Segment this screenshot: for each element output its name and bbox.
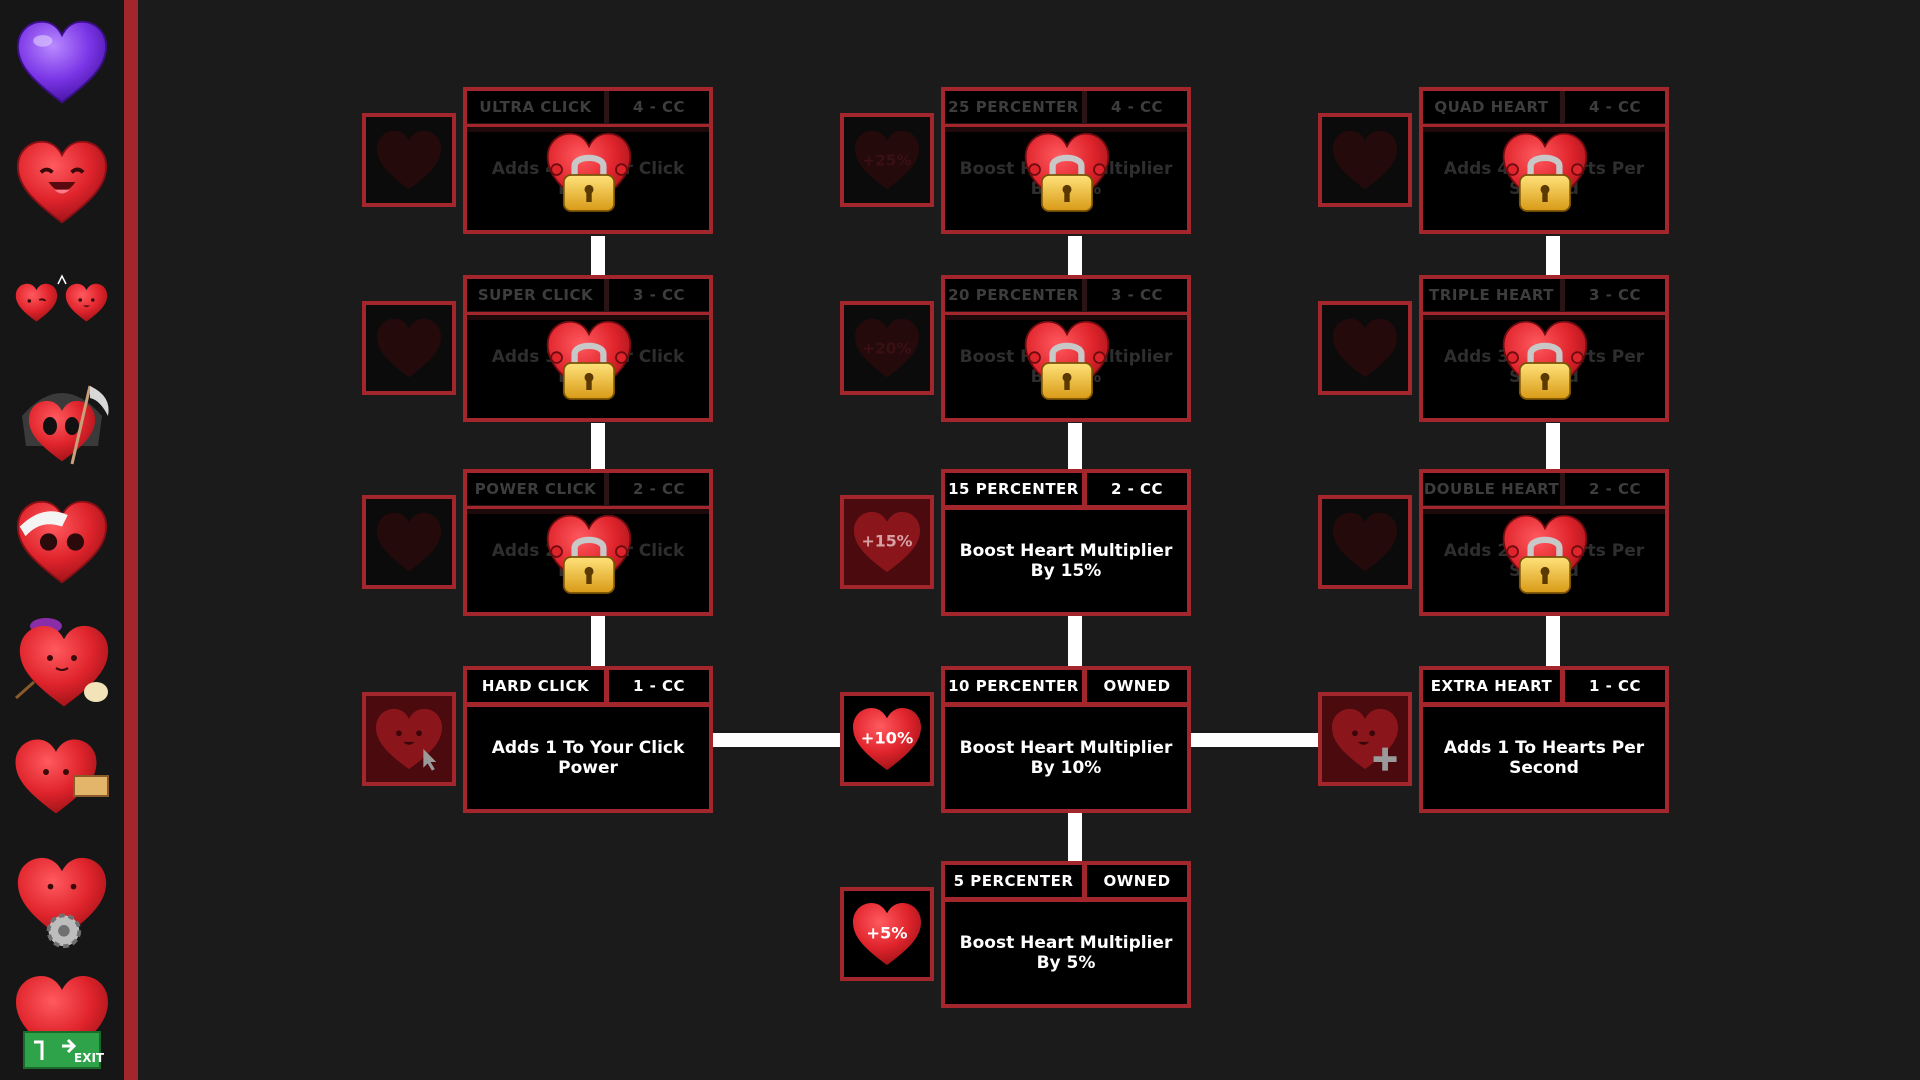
artist-heart-icon[interactable] [12, 612, 112, 712]
upgrade-status: OWNED [1083, 666, 1191, 706]
upgrade-cost: 4 - CC [1083, 87, 1191, 127]
upgrade-description: Boost Heart Multiplier By 5% [941, 898, 1191, 1008]
percent-badge-icon: +15% [840, 495, 934, 589]
connector [1546, 236, 1560, 276]
happy-heart-icon[interactable] [12, 132, 112, 232]
lock-icon [544, 313, 634, 413]
lock-icon [544, 507, 634, 607]
upgrade-cost: 1 - CC [605, 666, 713, 706]
upgrade-title: 5 PERCENTER [941, 861, 1086, 901]
upgrade-cost: 3 - CC [1561, 275, 1669, 315]
percent-badge-icon: +25% [840, 113, 934, 207]
connector [1546, 616, 1560, 667]
lock-icon [1500, 313, 1590, 413]
upgrade-cost: 4 - CC [605, 87, 713, 127]
upgrade-cost: 3 - CC [1083, 275, 1191, 315]
connector [1068, 236, 1082, 276]
upgrade-icon [1318, 495, 1412, 589]
exit-heart-icon[interactable]: EXIT [12, 972, 112, 1072]
lock-icon [1022, 125, 1112, 225]
connector [591, 236, 605, 276]
bandaged-heart-icon[interactable] [12, 492, 112, 592]
upgrade-cost: 2 - CC [1083, 469, 1191, 509]
upgrade-cost: 3 - CC [605, 275, 713, 315]
upgrade-title: 25 PERCENTER [941, 87, 1086, 127]
connector [1188, 733, 1320, 747]
upgrade-icon [1318, 301, 1412, 395]
reaper-heart-icon[interactable] [12, 372, 112, 472]
upgrade-cost: 2 - CC [605, 469, 713, 509]
upgrade-title: 15 PERCENTER [941, 469, 1086, 509]
upgrade-icon [362, 113, 456, 207]
percent-badge-icon: +5% [840, 887, 934, 981]
upgrade-cost: 4 - CC [1561, 87, 1669, 127]
upgrade-title: 10 PERCENTER [941, 666, 1086, 706]
connector [710, 733, 842, 747]
connector [1068, 616, 1082, 667]
upgrade-title: 20 PERCENTER [941, 275, 1086, 315]
cursor-heart-icon [362, 692, 456, 786]
upgrade-title: TRIPLE HEART [1419, 275, 1564, 315]
upgrade-icon [362, 495, 456, 589]
connector [591, 616, 605, 667]
upgrade-status: OWNED [1083, 861, 1191, 901]
percent-badge-icon: +10% [840, 692, 934, 786]
svg-text:+5%: +5% [866, 923, 907, 942]
exit-label: EXIT [74, 1051, 105, 1065]
upgrade-description: Adds 1 To Your Click Power [463, 703, 713, 813]
lock-icon [1500, 125, 1590, 225]
upgrade-description: Adds 1 To Hearts Per Second [1419, 703, 1669, 813]
upgrade-title: HARD CLICK [463, 666, 608, 706]
lock-icon [544, 125, 634, 225]
upgrade-icon [1318, 113, 1412, 207]
purple-heart-icon[interactable] [12, 12, 112, 112]
upgrade-title: QUAD HEART [1419, 87, 1564, 127]
upgrade-title: EXTRA HEART [1419, 666, 1564, 706]
upgrade-title: ULTRA CLICK [463, 87, 608, 127]
settings-heart-icon[interactable] [12, 852, 112, 952]
upgrade-title: DOUBLE HEART [1419, 469, 1564, 509]
upgrade-description: Boost Heart Multiplier By 10% [941, 703, 1191, 813]
upgrade-title: SUPER CLICK [463, 275, 608, 315]
upgrade-description: Boost Heart Multiplier By 15% [941, 506, 1191, 616]
upgrade-cost: 1 - CC [1561, 666, 1669, 706]
plus-heart-icon [1318, 692, 1412, 786]
percent-badge-icon: +20% [840, 301, 934, 395]
svg-text:+20%: +20% [862, 340, 911, 358]
upgrade-icon [362, 301, 456, 395]
upgrade-title: POWER CLICK [463, 469, 608, 509]
lock-icon [1500, 507, 1590, 607]
svg-text:+10%: +10% [861, 728, 914, 747]
connector [1068, 813, 1082, 862]
connector [1068, 423, 1082, 469]
connector [591, 423, 605, 469]
svg-text:+25%: +25% [862, 152, 911, 170]
sign-heart-icon[interactable] [12, 732, 112, 832]
lock-icon [1022, 313, 1112, 413]
upgrade-cost: 2 - CC [1561, 469, 1669, 509]
connector [1546, 423, 1560, 469]
sidebar-divider [124, 0, 138, 1080]
svg-text:+15%: +15% [862, 531, 913, 550]
two-hearts-icon[interactable] [12, 252, 112, 352]
